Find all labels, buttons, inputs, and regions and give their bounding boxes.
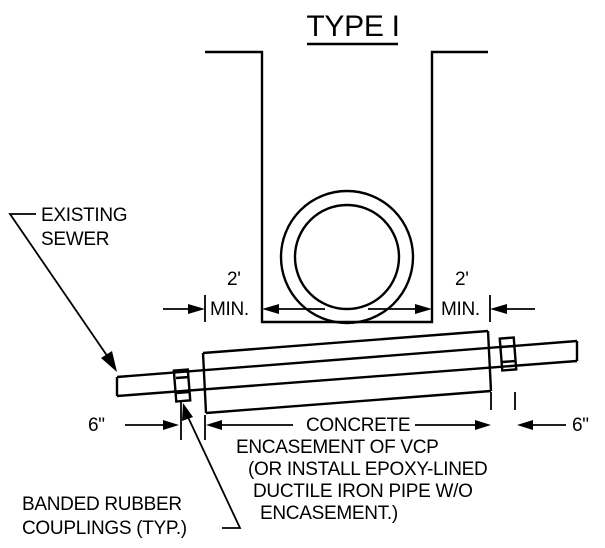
left-overlap-label: 6"	[88, 415, 105, 436]
right-clearance-value: 2'	[455, 269, 469, 290]
right-overlap-arrowhead	[517, 420, 533, 430]
left-overlap-arrowhead	[163, 420, 179, 430]
trench-outline	[205, 50, 488, 324]
right-overlap-label: 6"	[572, 415, 589, 436]
couplings-leader	[186, 414, 242, 529]
existing-sewer-label-line1: EXISTING	[41, 205, 127, 226]
left-dim-arrowhead-outer	[188, 304, 205, 314]
existing-sewer-arrowhead	[101, 351, 117, 372]
concrete-dim-right-arrowhead	[475, 420, 491, 430]
concrete-dim-left-arrowhead	[206, 420, 222, 430]
new-pipe-inner-wall	[293, 203, 401, 311]
concrete-encasement	[201, 329, 493, 415]
diagram-title: TYPE I	[306, 10, 399, 43]
left-clearance-value: 2'	[227, 269, 241, 290]
right-coupling	[498, 336, 518, 372]
encasement-note-line2: ENCASEMENT OF VCP	[236, 437, 439, 458]
right-clearance-min: MIN.	[441, 299, 480, 320]
existing-sewer-label-line2: SEWER	[41, 229, 109, 250]
encasement-note-line3: (OR INSTALL EPOXY-LINED	[248, 459, 487, 480]
encasement-note-line1: CONCRETE	[306, 415, 410, 436]
right-dim-arrowhead-inner	[415, 304, 432, 314]
existing-sewer-leader	[8, 213, 111, 361]
left-dim-arrowhead-inner	[262, 304, 279, 314]
encasement-note-line5: ENCASEMENT.)	[260, 503, 398, 524]
new-pipe-outer-wall	[279, 189, 415, 325]
couplings-label-line2: COUPLINGS (TYP.)	[22, 518, 187, 539]
left-coupling	[172, 368, 192, 403]
couplings-label-line1: BANDED RUBBER	[22, 494, 182, 515]
left-clearance-min: MIN.	[210, 299, 249, 320]
couplings-arrowhead	[182, 403, 193, 421]
encasement-note-line4: DUCTILE IRON PIPE W/O	[253, 481, 473, 502]
right-dim-arrowhead-outer	[490, 304, 507, 314]
